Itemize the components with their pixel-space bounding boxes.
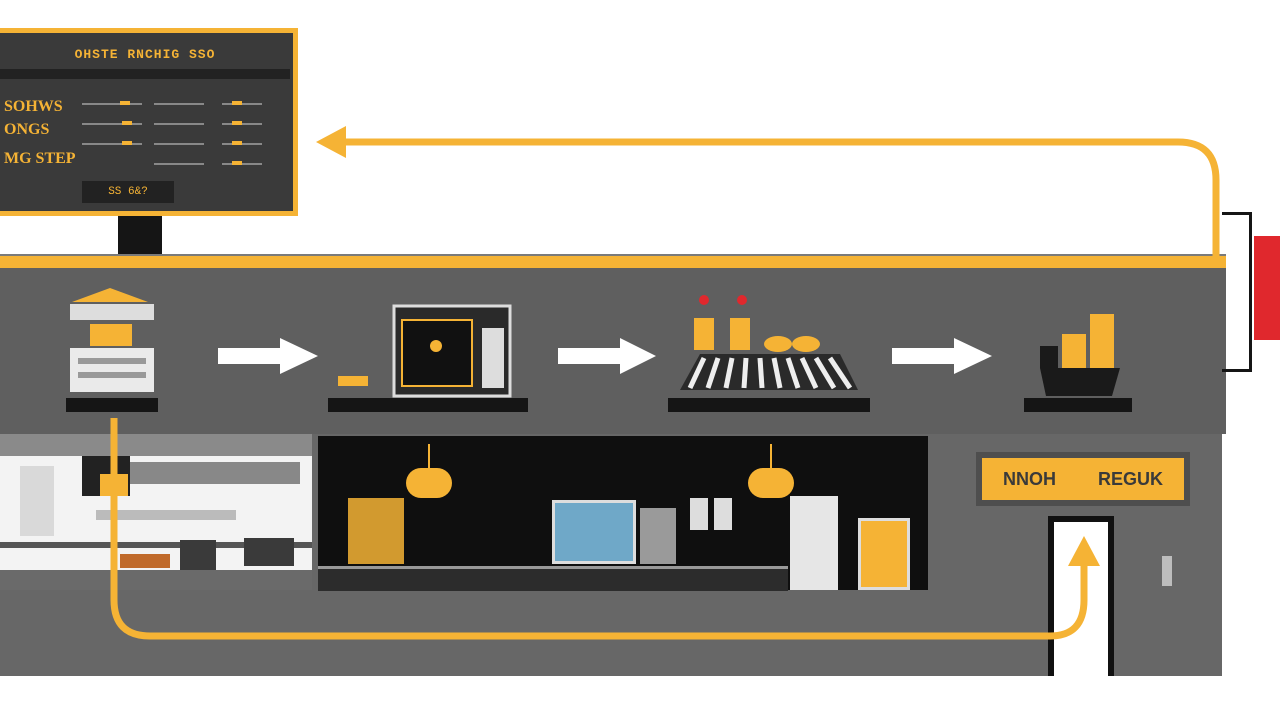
arrow-right-icon bbox=[892, 338, 992, 374]
station-platform bbox=[1024, 398, 1132, 412]
wall-switch bbox=[1162, 556, 1172, 586]
pendant-light-icon bbox=[748, 468, 794, 498]
pickup-tray-icon bbox=[1040, 314, 1120, 396]
dining-area bbox=[0, 456, 312, 590]
pos-terminal-icon bbox=[338, 304, 512, 398]
assembly-line-icon bbox=[680, 295, 858, 390]
arrow-right-icon bbox=[558, 338, 656, 374]
pendant-light-icon bbox=[406, 468, 452, 498]
menu-board-side-text: SOHWS ONGS MG STEP bbox=[4, 95, 76, 170]
menu-board-title: OHSTE RNCHIG SSO bbox=[74, 47, 216, 62]
roof-band bbox=[0, 256, 1226, 268]
dining-area-header bbox=[0, 434, 312, 456]
pendant-cord bbox=[770, 444, 772, 468]
menu-board-header-bar bbox=[0, 69, 290, 79]
menu-board-side-line: ONGS bbox=[4, 121, 50, 138]
service-counter bbox=[318, 566, 788, 591]
kitchen-interior bbox=[318, 436, 928, 590]
store-sign-right-word: REGUK bbox=[1097, 468, 1163, 489]
menu-board-rows bbox=[82, 99, 282, 179]
sign-bracket bbox=[1222, 212, 1252, 372]
return-flow-arrow bbox=[342, 138, 1220, 256]
menu-board-footer: SS 6&? bbox=[82, 181, 174, 203]
menu-board-side-line: MG STEP bbox=[4, 150, 76, 167]
station-platform bbox=[668, 398, 870, 412]
station-platform bbox=[66, 398, 158, 412]
station-platform bbox=[328, 398, 528, 412]
arrow-left-icon bbox=[316, 126, 346, 158]
customer-flow-arrow bbox=[110, 418, 1088, 640]
arrow-up-icon bbox=[1068, 536, 1100, 566]
arrow-right-icon bbox=[218, 338, 318, 374]
pendant-cord bbox=[428, 444, 430, 468]
menu-board: OHSTE RNCHIG SSO SOHWS ONGS MG STEP SS 6… bbox=[0, 28, 298, 216]
store-sign-left-word: NNOH bbox=[1002, 468, 1056, 489]
process-arrows bbox=[218, 338, 992, 374]
order-kiosk-icon bbox=[70, 288, 154, 392]
store-sign: NNOH REGUK bbox=[982, 458, 1184, 500]
brand-sign bbox=[1254, 236, 1280, 340]
menu-board-side-line: SOHWS bbox=[4, 98, 63, 115]
